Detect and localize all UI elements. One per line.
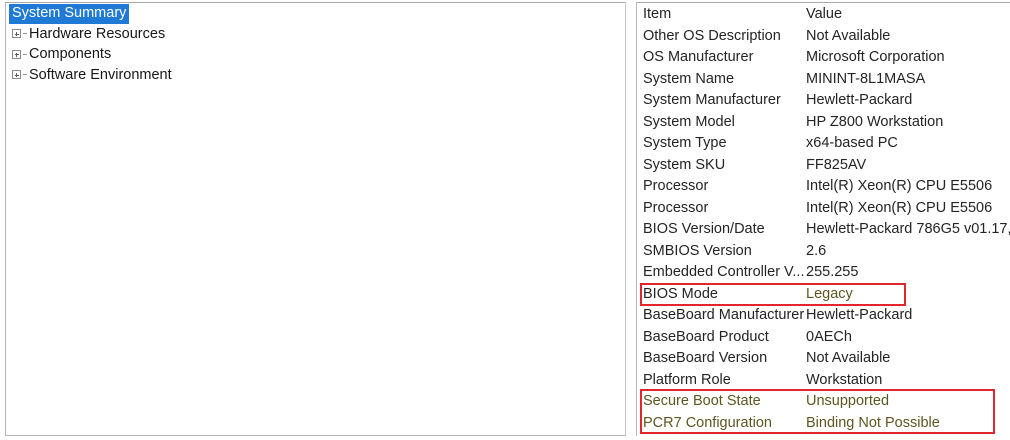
- details-row[interactable]: System Name MININT-8L1MASA: [643, 69, 1010, 91]
- row-item-value: Not Available: [806, 350, 891, 366]
- details-header-row: Item Value: [643, 4, 1010, 26]
- row-item-label: BaseBoard Product: [643, 328, 769, 345]
- row-item-value: Microsoft Corporation: [806, 49, 945, 65]
- row-item-label: System Model: [643, 113, 735, 130]
- tree-item-hardware-resources[interactable]: Hardware Resources: [6, 24, 625, 45]
- row-item-value: Not Available: [806, 27, 891, 44]
- row-item-label: Embedded Controller V...: [643, 264, 805, 280]
- tree-connector-line: [23, 33, 27, 35]
- row-item-value: Binding Not Possible: [806, 414, 940, 431]
- tree-item-components[interactable]: Components: [6, 44, 625, 65]
- row-item-label: System SKU: [643, 156, 726, 173]
- details-row[interactable]: System Type x64-based PC: [643, 133, 1010, 155]
- tree-item-content: Hardware Resources: [9, 24, 625, 45]
- row-item-value: Intel(R) Xeon(R) CPU E5506: [806, 199, 993, 216]
- row-item-value: FF825AV: [806, 156, 867, 173]
- tree-item-system-summary[interactable]: System Summary: [6, 3, 625, 24]
- row-item-value: 0AECh: [806, 328, 852, 345]
- row-item-value: Hewlett-Packard: [806, 307, 913, 323]
- row-item-value: 2.6: [806, 242, 827, 259]
- expand-plus-icon[interactable]: [12, 49, 21, 59]
- expand-plus-icon[interactable]: [12, 70, 21, 80]
- row-item-value: HP Z800 Workstation: [806, 113, 944, 130]
- row-item-label: System Type: [643, 135, 727, 151]
- details-row[interactable]: OS Manufacturer Microsoft Corporation: [643, 47, 1010, 69]
- row-item-label: BaseBoard Manufacturer: [643, 307, 805, 323]
- row-item-label: Processor: [643, 199, 709, 216]
- tree-item-software-environment[interactable]: Software Environment: [6, 65, 625, 86]
- details-row[interactable]: System Manufacturer Hewlett-Packard: [643, 90, 1010, 112]
- row-item-label: Other OS Description: [643, 27, 781, 44]
- row-item-label: BIOS Version/Date: [643, 221, 765, 237]
- details-row[interactable]: Other OS Description Not Available: [643, 26, 1010, 48]
- row-item-label: Secure Boot State: [643, 393, 761, 409]
- tree-item-label: System Summary: [9, 4, 130, 24]
- tree-item-label: Hardware Resources: [29, 25, 166, 42]
- column-header-value: Value: [806, 6, 843, 22]
- details-row[interactable]: BIOS Mode Legacy: [643, 284, 1010, 306]
- row-item-value: Unsupported: [806, 393, 890, 409]
- row-item-value: MININT-8L1MASA: [806, 70, 926, 87]
- row-item-value: 255.255: [806, 264, 859, 280]
- details-row[interactable]: BIOS Version/Date Hewlett-Packard 786G5 v…: [643, 219, 1010, 241]
- details-row[interactable]: Platform Role Workstation: [643, 370, 1010, 392]
- tree-item-content: Software Environment: [9, 65, 625, 86]
- row-item-label: OS Manufacturer: [643, 49, 754, 65]
- row-item-value: Workstation: [806, 371, 883, 388]
- expand-plus-icon[interactable]: [12, 29, 21, 39]
- row-item-label: PCR7 Configuration: [643, 414, 772, 431]
- details-row[interactable]: PCR7 Configuration Binding Not Possible: [643, 413, 1010, 435]
- details-row[interactable]: BaseBoard Product 0AECh: [643, 327, 1010, 349]
- tree-connector-line: [23, 53, 27, 55]
- row-item-value: Legacy: [806, 285, 853, 302]
- row-item-label: BIOS Mode: [643, 285, 718, 302]
- details-row[interactable]: Processor Intel(R) Xeon(R) CPU E5506: [643, 176, 1010, 198]
- row-item-label: System Manufacturer: [643, 92, 781, 108]
- row-item-value: Intel(R) Xeon(R) CPU E5506: [806, 178, 993, 194]
- row-item-label: System Name: [643, 70, 735, 87]
- tree-item-content: Components: [9, 44, 625, 65]
- details-row[interactable]: Secure Boot State Unsupported: [643, 391, 1010, 413]
- details-row[interactable]: System Model HP Z800 Workstation: [643, 112, 1010, 134]
- tree-connector-line: [23, 74, 27, 76]
- details-row[interactable]: Embedded Controller V...255.255: [643, 262, 1010, 284]
- row-item-value: Hewlett-Packard 786G5 v01.17, 8/: [806, 221, 1010, 237]
- row-item-label: BaseBoard Version: [643, 350, 768, 366]
- row-item-value: Hewlett-Packard: [806, 92, 913, 108]
- tree-item-label: Software Environment: [29, 66, 172, 83]
- row-item-label: SMBIOS Version: [643, 242, 752, 259]
- row-item-value: x64-based PC: [806, 135, 898, 151]
- details-row[interactable]: SMBIOS Version 2.6: [643, 241, 1010, 263]
- tree-item-label: Components: [29, 46, 112, 62]
- details-row[interactable]: Processor Intel(R) Xeon(R) CPU E5506: [643, 198, 1010, 220]
- details-row[interactable]: System SKU FF825AV: [643, 155, 1010, 177]
- row-item-label: Processor: [643, 178, 709, 194]
- details-row[interactable]: BaseBoard Version Not Available: [643, 348, 1010, 370]
- row-item-label: Platform Role: [643, 371, 731, 388]
- column-header-item: Item: [643, 6, 672, 22]
